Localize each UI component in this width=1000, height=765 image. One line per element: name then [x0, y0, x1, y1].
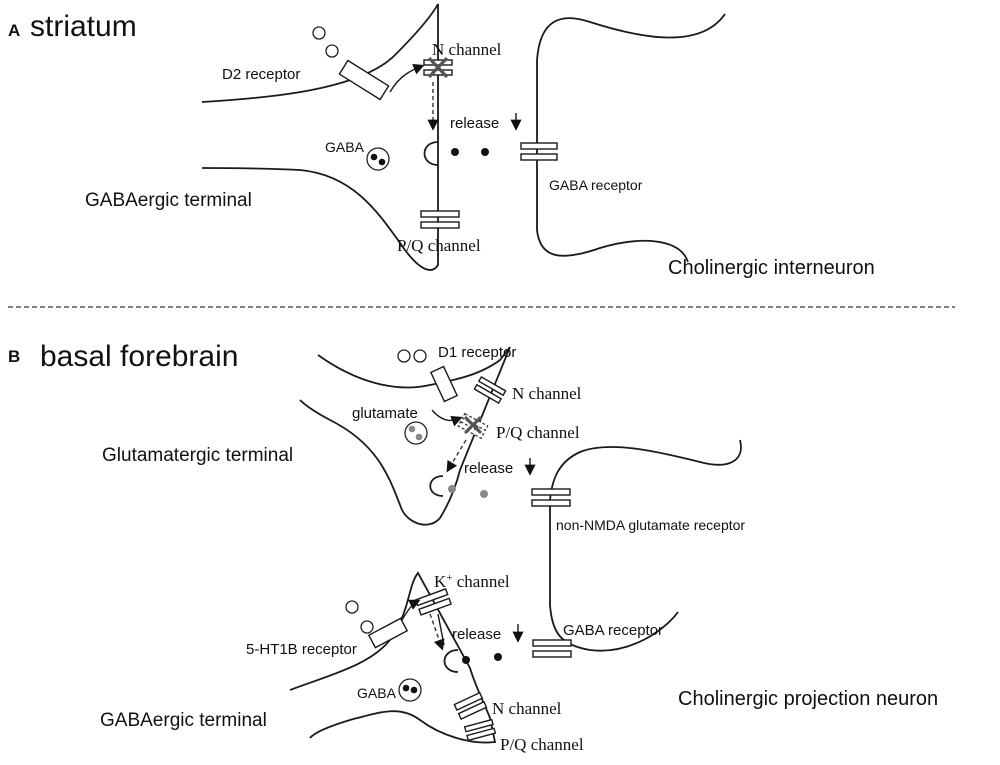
glutamatergic-terminal-label: Glutamatergic terminal [102, 445, 293, 466]
ht1b-signal-arrow [401, 599, 421, 621]
gabaergic-terminal-label-a: GABAergic terminal [85, 190, 252, 211]
ligand-circle [312, 26, 326, 40]
release-label-b-bottom: release [452, 626, 501, 643]
gaba-vesicle-a [366, 147, 390, 171]
k-channel [414, 588, 453, 616]
release-label-a: release [450, 115, 499, 132]
ht1b-receptor [367, 617, 409, 649]
gaba-receptor-b [532, 639, 572, 658]
glutamate-dot [480, 490, 488, 498]
k-channel-label: K+ channel [434, 572, 510, 591]
release-label-b-top: release [464, 460, 513, 477]
vesicle-fusion-a [423, 141, 439, 166]
d2-receptor-label: D2 receptor [222, 66, 300, 83]
cholinergic-interneuron-outline-a [536, 13, 726, 263]
cholinergic-projection-neuron-outline [549, 439, 742, 652]
ligand-circle [413, 349, 427, 363]
n-channel-b-top [473, 375, 507, 405]
glutamate-dot [448, 485, 456, 493]
glutamate-dot [408, 425, 416, 433]
block-x-icon [464, 416, 482, 434]
d2-signal-arrow [389, 63, 425, 93]
gaba-label-a: GABA [325, 139, 365, 155]
gabaergic-terminal-outline-a [201, 3, 439, 271]
gaba-dot [410, 686, 418, 694]
ligand-circle [397, 349, 411, 363]
d1-receptor-label: D1 receptor [438, 344, 516, 361]
vesicle-fusion-b-top [429, 475, 444, 497]
gaba-receptor-a [520, 142, 558, 161]
n-channel-label-b-top: N channel [512, 384, 582, 403]
dashed-arrow [446, 439, 467, 473]
pq-channel-b-bottom [463, 718, 497, 742]
gaba-dot [462, 656, 470, 664]
n-channel-label-a: N channel [432, 40, 502, 59]
panel-b-letter: B [8, 347, 20, 366]
cholinergic-projection-neuron-label: Cholinergic projection neuron [678, 688, 938, 710]
gaba-receptor-label-b: GABA receptor [563, 622, 663, 639]
d1-receptor [429, 365, 459, 403]
gaba-dot [494, 653, 502, 661]
panel-b: B basal forebrain D1 receptor N channel … [8, 340, 938, 754]
ligand-circle [360, 620, 374, 634]
gabaergic-terminal-outline-b [289, 571, 497, 744]
cholinergic-interneuron-label: Cholinergic interneuron [668, 257, 875, 279]
gaba-receptor-label-a: GABA receptor [549, 177, 643, 193]
gaba-label-b: GABA [357, 685, 397, 701]
pq-channel-label-b-top: P/Q channel [496, 423, 580, 442]
panel-a-letter: A [8, 21, 20, 40]
ht1b-receptor-label: 5-HT1B receptor [246, 641, 357, 658]
pq-channel-a [420, 210, 460, 229]
n-channel-a [423, 57, 453, 78]
glutamate-dot [415, 433, 423, 441]
glutamatergic-terminal-outline [299, 346, 511, 526]
glutamate-vesicle [404, 421, 428, 445]
gabaergic-terminal-label-b: GABAergic terminal [100, 710, 267, 731]
pq-channel-label-b-bottom: P/Q channel [500, 735, 584, 754]
signal-line [437, 613, 445, 646]
d2-receptor-a [338, 59, 390, 101]
vesicle-fusion-b-bottom [443, 649, 459, 673]
panel-a: A striatum N channel D2 receptor release [8, 3, 875, 279]
gaba-dot [402, 684, 410, 692]
n-channel-label-b-bottom: N channel [492, 699, 562, 718]
d1-signal-arrow [431, 409, 463, 427]
ligand-circle [325, 44, 339, 58]
block-x-icon [428, 57, 448, 78]
glutamate-label: glutamate [352, 405, 418, 422]
dashed-arrow [429, 613, 445, 651]
gaba-dot [370, 153, 378, 161]
nmda-receptor-label: non-NMDA glutamate receptor [556, 517, 745, 533]
pq-channel-label-a: P/Q channel [397, 236, 481, 255]
gaba-dot [451, 148, 459, 156]
ligand-circle [345, 600, 359, 614]
gaba-dot [378, 158, 386, 166]
panel-b-title: basal forebrain [40, 340, 238, 373]
n-channel-b-bottom [453, 691, 488, 721]
gaba-dot [481, 148, 489, 156]
glutamatergic-terminal-outline [317, 346, 511, 389]
gaba-vesicle-b [398, 678, 422, 702]
panel-a-title: striatum [30, 10, 137, 43]
nmda-receptor [531, 488, 571, 507]
